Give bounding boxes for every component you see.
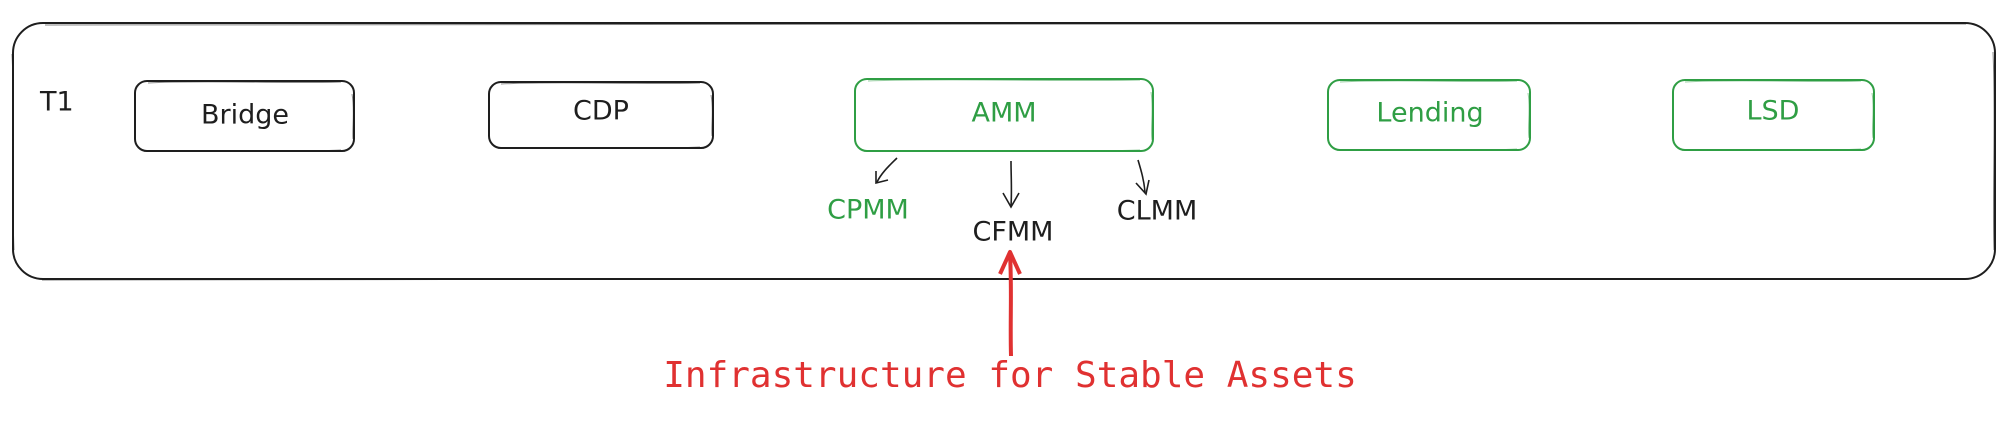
annotation-text: Infrastructure for Stable Assets xyxy=(663,355,1357,396)
annotation-arrow-head xyxy=(998,250,1022,275)
box-lending-label: Lending xyxy=(1376,98,1483,129)
arrow-amm-to-clmm-head xyxy=(1135,179,1150,196)
box-cdp-sketch-stroke xyxy=(499,82,713,149)
tier-label: T1 xyxy=(39,87,74,118)
box-amm-label: AMM xyxy=(971,98,1036,129)
child-cfmm-label[interactable]: CFMM xyxy=(973,217,1054,248)
tier-container-sketch-stroke xyxy=(11,23,1995,281)
child-clmm-label[interactable]: CLMM xyxy=(1117,196,1198,227)
box-lsd-label: LSD xyxy=(1747,96,1800,127)
box-cdp[interactable]: CDP xyxy=(488,81,714,149)
box-lsd[interactable]: LSD xyxy=(1672,79,1875,151)
box-amm-sketch-stroke xyxy=(866,79,1153,152)
arrow-amm-to-cfmm xyxy=(1002,160,1020,209)
arrow-amm-to-cpmm-shaft xyxy=(876,157,898,183)
box-lsd-sketch-stroke xyxy=(1683,80,1874,151)
tier-container: T1 xyxy=(11,22,1996,281)
box-lending-sketch-stroke xyxy=(1338,80,1530,151)
box-bridge-label: Bridge xyxy=(201,100,289,131)
annotation-arrow xyxy=(998,250,1022,357)
arrow-amm-to-cpmm-head xyxy=(875,171,889,185)
arrow-amm-to-clmm-shaft xyxy=(1137,159,1146,193)
arrow-amm-to-clmm xyxy=(1135,159,1150,196)
box-bridge-sketch-stroke xyxy=(146,81,354,152)
amm-children: CPMM CFMM CLMM xyxy=(827,195,1197,248)
amm-child-arrows xyxy=(875,157,1150,209)
arrow-amm-to-cpmm xyxy=(875,157,898,185)
box-cdp-label: CDP xyxy=(573,96,629,127)
annotation-arrow-shaft xyxy=(1008,253,1013,357)
box-bridge[interactable]: Bridge xyxy=(134,80,355,152)
box-amm[interactable]: AMM xyxy=(854,78,1154,152)
arrow-amm-to-cfmm-head xyxy=(1002,192,1020,209)
box-lending[interactable]: Lending xyxy=(1327,79,1531,151)
child-cpmm-label[interactable]: CPMM xyxy=(827,195,909,226)
